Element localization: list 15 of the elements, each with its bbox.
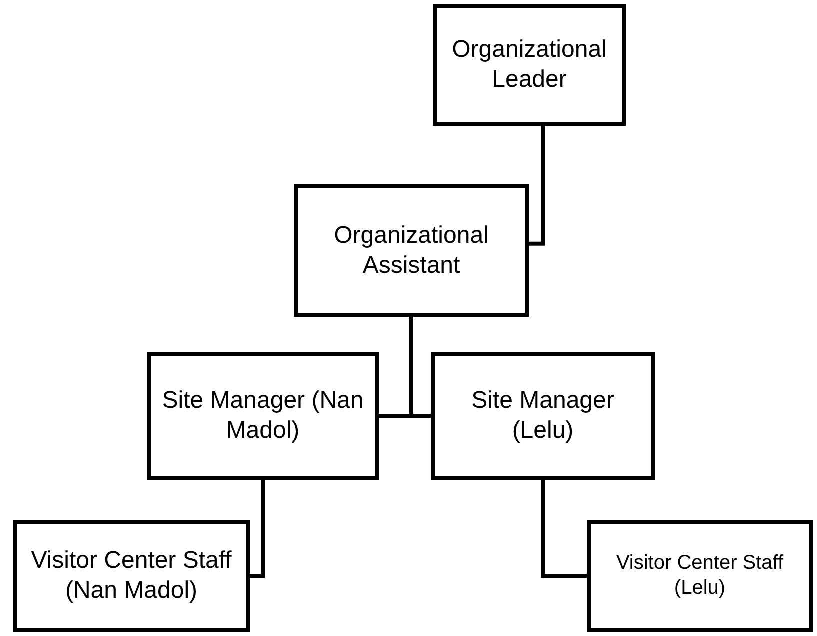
connector-line — [250, 480, 265, 578]
connector-line — [541, 480, 587, 578]
role-title: Visitor Center Staff (Lelu) — [615, 551, 785, 601]
role-title: Organizational Leader — [451, 35, 608, 95]
connector-line — [529, 126, 545, 246]
role-title: Site Manager (Lelu) — [470, 386, 616, 446]
org-box — [147, 352, 379, 480]
role-title: Organizational Assistant — [333, 220, 490, 280]
org-box — [431, 352, 655, 480]
org-box — [294, 184, 529, 317]
org-box — [13, 520, 250, 632]
role-title: Visitor Center Staff (Nan Madol) — [30, 546, 233, 606]
org-box — [587, 520, 813, 632]
org-box — [433, 4, 626, 126]
role-title: Site Manager (Nan Madol) — [161, 386, 365, 446]
